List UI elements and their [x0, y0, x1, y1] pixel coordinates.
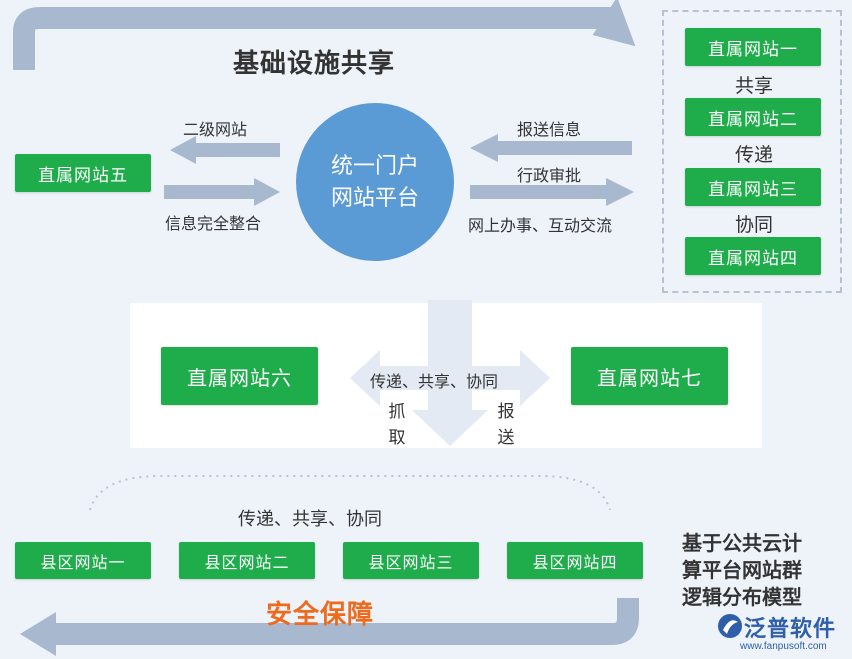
middle-label: 传递、共享、协同 — [370, 374, 499, 391]
right-arrows — [470, 134, 634, 206]
county-dotted-arc — [89, 475, 611, 511]
direct-site-2-box[interactable]: 直属网站二 — [685, 98, 821, 136]
direct-site-5-box[interactable]: 直属网站五 — [15, 154, 151, 192]
county-site-1-box[interactable]: 县区网站一 — [15, 542, 151, 579]
label-online-services: 网上办事、互动交流 — [468, 218, 613, 235]
direct-site-4-box[interactable]: 直属网站四 — [685, 237, 821, 275]
grab-char-2: 取 — [388, 428, 406, 447]
label-info-integration: 信息完全整合 — [165, 216, 262, 233]
security-guarantee: 安全保障 — [266, 599, 375, 629]
logo-url: www.fanpusoft.com — [740, 641, 827, 652]
county-site-3-box[interactable]: 县区网站三 — [343, 542, 479, 579]
county-site-4-box[interactable]: 县区网站四 — [507, 542, 643, 579]
direct-site-1-box[interactable]: 直属网站一 — [685, 28, 821, 66]
label-second-level-sites: 二级网站 — [183, 122, 248, 139]
side-text-line-1: 基于公共云计 — [682, 533, 802, 555]
direct-site-3-box[interactable]: 直属网站三 — [685, 168, 821, 206]
label-report-info: 报送信息 — [517, 122, 582, 139]
side-text-line-2: 算平台网站群 — [682, 560, 802, 582]
direct-sites-group — [662, 10, 842, 293]
bottom-loop-arrow — [20, 598, 639, 656]
unified-portal-circle[interactable]: 统一门户 网站平台 — [296, 103, 454, 261]
portal-line-2: 网站平台 — [330, 185, 419, 210]
word-transfer: 传递 — [735, 145, 774, 166]
middle-arrows — [350, 300, 550, 446]
grab-char-1: 抓 — [388, 402, 406, 421]
county-site-2-box[interactable]: 县区网站二 — [179, 542, 315, 579]
county-label: 传递、共享、协同 — [238, 509, 382, 529]
side-text-line-3: 逻辑分布模型 — [682, 587, 802, 609]
left-arrows — [164, 136, 280, 206]
page-title: 基础设施共享 — [233, 48, 396, 78]
word-collaborate: 协同 — [735, 215, 774, 236]
logo-name: 泛普软件 — [744, 616, 837, 641]
fanpu-logo-icon — [718, 614, 742, 638]
direct-site-7-box[interactable]: 直属网站七 — [571, 347, 728, 405]
portal-line-1: 统一门户 — [330, 153, 419, 178]
report-char-2: 送 — [497, 428, 515, 447]
word-share: 共享 — [735, 76, 774, 97]
label-admin-approval: 行政审批 — [517, 168, 582, 185]
direct-site-6-box[interactable]: 直属网站六 — [161, 347, 318, 405]
report-char-1: 报 — [497, 402, 515, 421]
top-loop-arrow — [13, 0, 636, 70]
